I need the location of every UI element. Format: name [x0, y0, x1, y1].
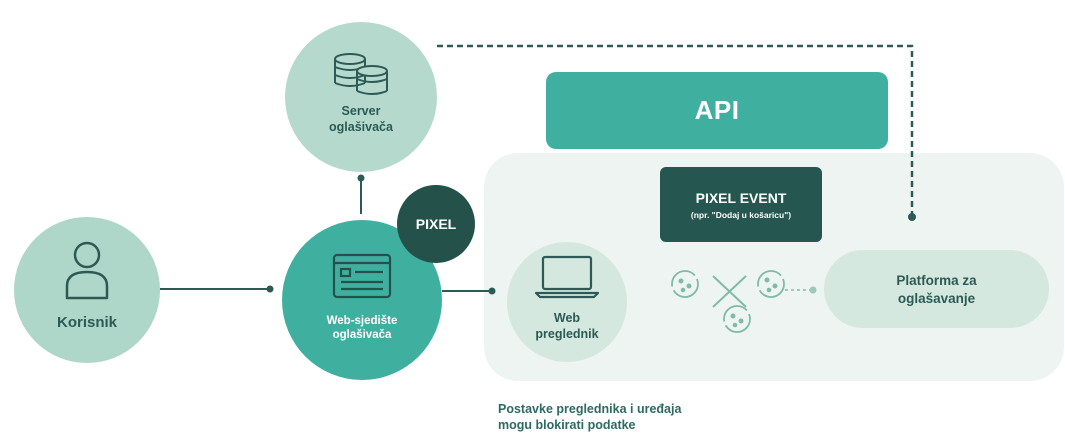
user-node: Korisnik	[14, 217, 160, 363]
pixel-event-subtitle: (npr. "Dodaj u košaricu")	[690, 209, 792, 220]
connector-dot	[488, 287, 496, 295]
webpage-icon	[332, 253, 392, 299]
cookie-icon	[723, 305, 751, 333]
footer-note-line1: Postavke preglednika i uređaja	[498, 402, 682, 416]
platform-label-line1: Platforma za	[896, 272, 977, 288]
pixel-node: PIXEL	[397, 185, 475, 263]
dashed-connector	[437, 44, 914, 217]
footer-note-line2: mogu blokirati podatke	[498, 418, 636, 432]
connector-dot	[357, 174, 365, 182]
api-box: API	[546, 72, 888, 149]
platform-node: Platforma za oglašavanje	[824, 250, 1049, 328]
website-label-line2: oglašivača	[332, 329, 392, 341]
browser-label-line1: Web	[553, 311, 581, 325]
browser-label-line2: preglednik	[535, 327, 599, 341]
connector-dot	[266, 285, 274, 293]
website-label-line1: Web-sjedište	[326, 315, 398, 327]
api-label: API	[694, 95, 740, 125]
cookie-icon	[671, 270, 699, 298]
connector-dot	[809, 286, 817, 294]
server-label-line2: oglašivača	[329, 120, 393, 134]
database-icon	[334, 53, 388, 95]
blocked-x-icon	[712, 275, 747, 308]
server-node: Server oglašivača	[285, 22, 437, 172]
browser-node: Web preglednik	[507, 242, 627, 362]
server-label-line1: Server	[341, 104, 381, 118]
platform-label-line2: oglašavanje	[897, 290, 976, 306]
user-icon	[65, 241, 109, 299]
pixel-event-title: PIXEL EVENT	[695, 189, 787, 206]
pixel-event-box: PIXEL EVENT (npr. "Dodaj u košaricu")	[660, 167, 822, 242]
laptop-icon	[534, 255, 600, 299]
footer-note: Postavke preglednika i uređaja mogu blok…	[498, 401, 818, 433]
user-label: Korisnik	[56, 313, 117, 331]
pixel-label: PIXEL	[415, 216, 457, 232]
cookie-icon	[757, 270, 785, 298]
connector-dot	[908, 213, 916, 221]
